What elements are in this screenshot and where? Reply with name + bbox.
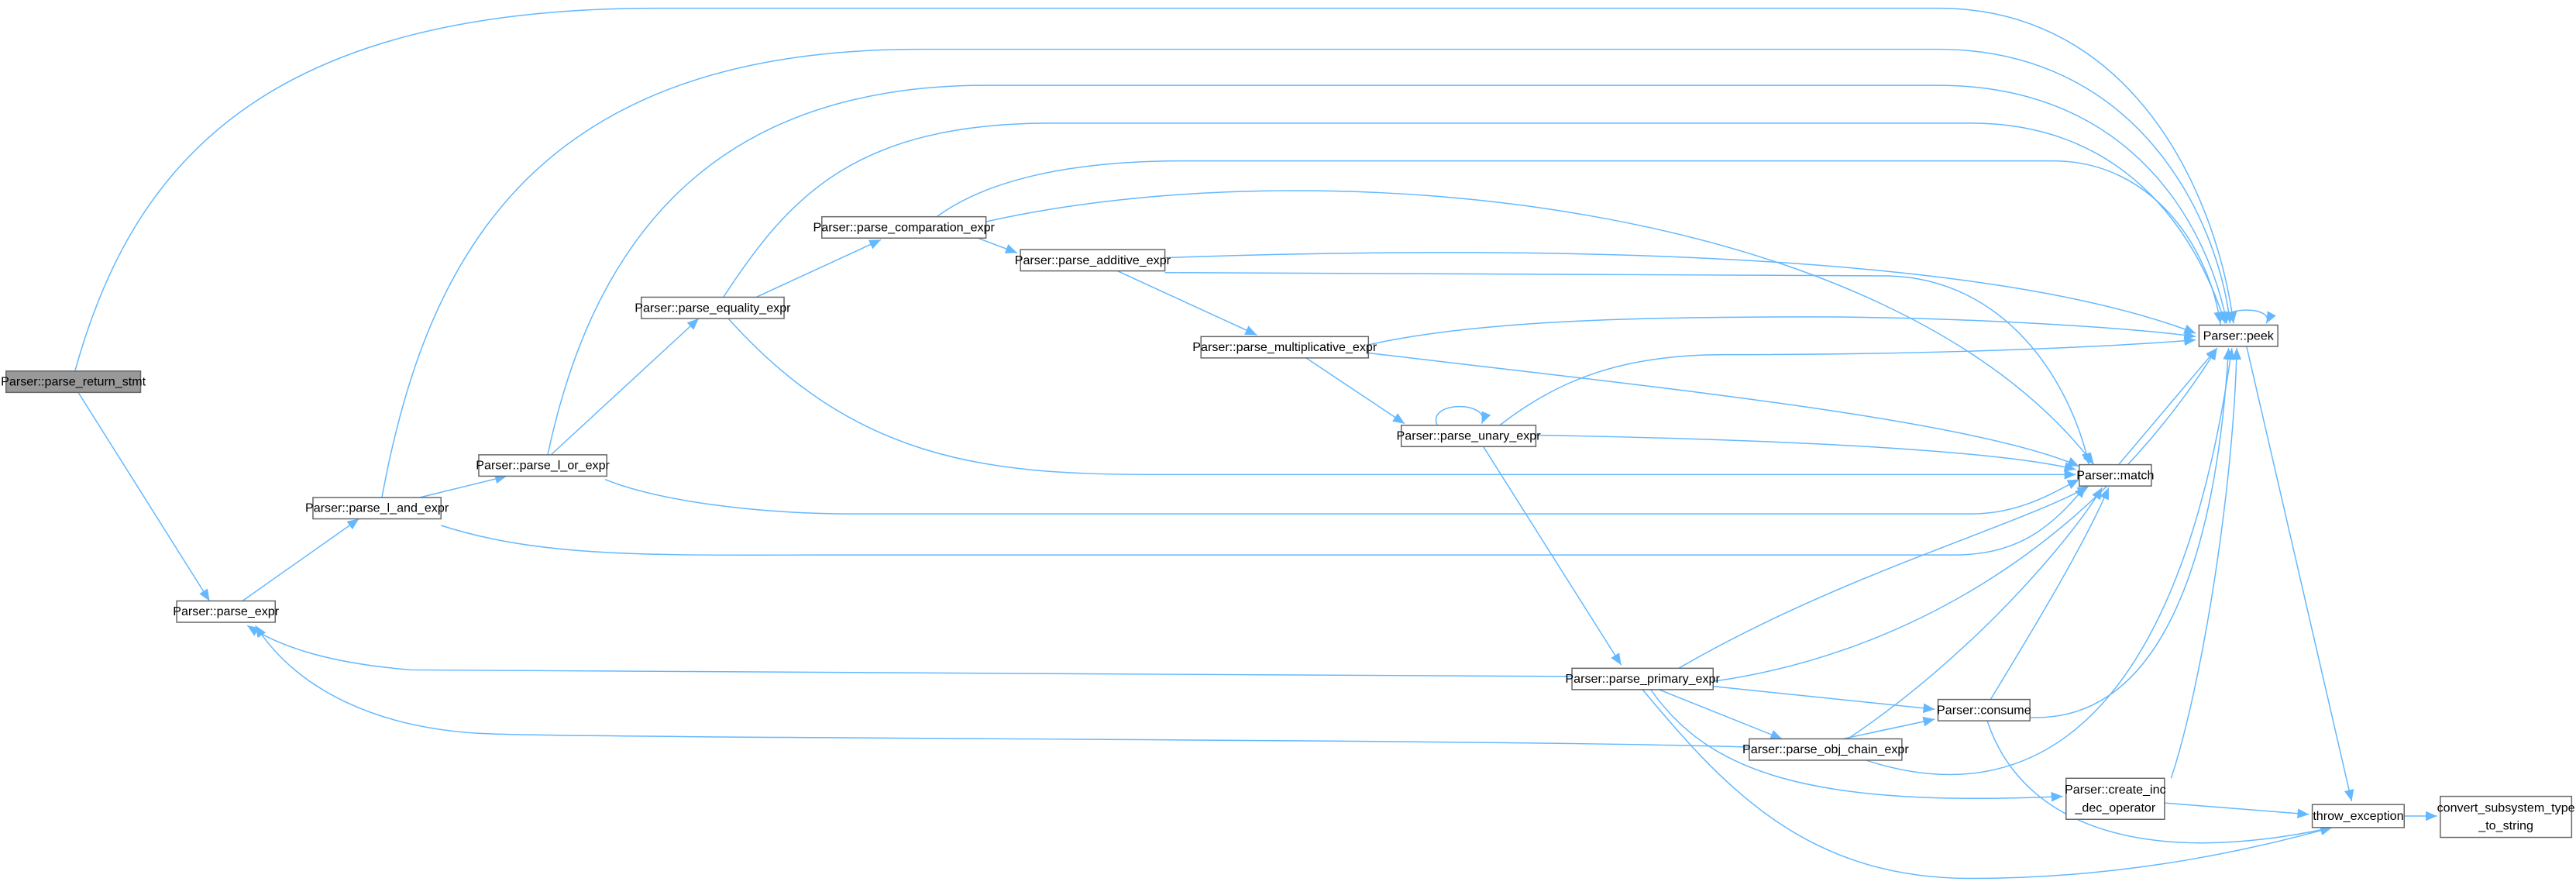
- edge-peek-to-throw: [2246, 346, 2354, 802]
- node-parse-multiplicative-expr[interactable]: Parser::parse_multiplicative_expr: [1192, 336, 1377, 359]
- edge-comparation-to-additive: [977, 237, 1018, 254]
- node-parse-l-or-expr[interactable]: Parser::parse_l_or_expr: [476, 454, 610, 477]
- edge-l-and-to-peek: [381, 48, 2234, 498]
- node-label-line2: _to_string: [2478, 819, 2533, 833]
- edge-l-and-to-match: [441, 485, 2086, 556]
- node-throw-exception[interactable]: throw_exception: [2311, 804, 2405, 828]
- edge-primary-to-throw: [1642, 689, 2333, 880]
- node-label: Parser::parse_return_stmt: [1, 375, 146, 389]
- node-parse-primary-expr[interactable]: Parser::parse_primary_expr: [1565, 667, 1721, 690]
- node-convert-subsystem-type-to-string[interactable]: convert_subsystem_type _to_string: [2437, 795, 2575, 839]
- edge-primary-to-consume: [1713, 685, 1935, 714]
- edge-additive-to-peek: [1164, 252, 2196, 334]
- edge-return-stmt-to-peek: [74, 7, 2237, 372]
- node-parse-obj-chain-expr[interactable]: Parser::parse_obj_chain_expr: [1742, 738, 1909, 761]
- edge-primary-to-match: [1678, 485, 2089, 669]
- node-peek[interactable]: Parser::peek: [2198, 324, 2279, 347]
- node-parse-equality-expr[interactable]: Parser::parse_equality_expr: [635, 296, 791, 319]
- node-parse-unary-expr[interactable]: Parser::parse_unary_expr: [1397, 425, 1542, 448]
- node-label: Parser::match: [2076, 468, 2154, 482]
- nodes: Parser::parse_return_stmt Parser::parse_…: [1, 215, 2575, 839]
- node-label: Parser::parse_equality_expr: [635, 301, 791, 315]
- edge-multiplicative-to-unary: [1305, 357, 1405, 425]
- node-parse-comparation-expr[interactable]: Parser::parse_comparation_expr: [813, 215, 996, 239]
- edge-unary-to-primary: [1483, 446, 1622, 666]
- node-label: Parser::parse_additive_expr: [1015, 253, 1171, 267]
- edges: [74, 7, 2437, 880]
- edge-additive-to-multiplicative: [1116, 270, 1257, 336]
- edge-primary-to-obj-chain: [1659, 689, 1783, 740]
- node-label: Parser::parse_l_and_expr: [305, 501, 449, 515]
- edge-return-stmt-to-parse-expr: [77, 391, 211, 601]
- edge-obj-chain-to-peek: [1866, 348, 2236, 776]
- edge-create-inc-to-peek: [2170, 348, 2242, 779]
- edge-equality-to-comparation: [755, 239, 882, 298]
- edge-unary-to-peek: [1499, 336, 2196, 426]
- edge-parse-expr-to-l-and: [242, 518, 359, 602]
- edge-multiplicative-to-match: [1368, 352, 2080, 467]
- edge-comparation-to-match: [985, 190, 2095, 466]
- edge-multiplicative-to-peek: [1368, 316, 2196, 346]
- node-label: Parser::parse_multiplicative_expr: [1192, 340, 1377, 354]
- node-label: Parser::parse_primary_expr: [1565, 672, 1720, 686]
- edge-l-or-to-peek: [547, 84, 2230, 456]
- edge-unary-to-match: [1536, 434, 2076, 472]
- edge-primary-to-parse-expr: [246, 625, 1573, 677]
- edge-consume-to-throw: [1986, 720, 2333, 844]
- edge-additive-to-match: [1164, 271, 2092, 465]
- node-label-line1: convert_subsystem_type: [2437, 801, 2575, 814]
- edge-primary-to-create-inc: [1650, 689, 2063, 802]
- edge-primary-to-peek: [1713, 347, 2218, 683]
- node-parse-l-and-expr[interactable]: Parser::parse_l_and_expr: [305, 497, 449, 520]
- node-label: Parser::parse_expr: [173, 604, 280, 618]
- node-parse-expr[interactable]: Parser::parse_expr: [173, 600, 280, 623]
- node-label-line1: Parser::create_inc: [2065, 783, 2166, 797]
- edge-obj-chain-to-parse-expr: [255, 625, 1749, 748]
- edge-create-inc-to-throw: [2164, 802, 2309, 819]
- node-label: throw_exception: [2313, 809, 2403, 823]
- node-label: Parser::parse_unary_expr: [1397, 429, 1542, 443]
- edge-peek-self-loop: [2220, 309, 2276, 325]
- edge-consume-to-peek: [2030, 348, 2234, 718]
- node-parse-return-stmt[interactable]: Parser::parse_return_stmt: [1, 370, 146, 394]
- node-parse-additive-expr[interactable]: Parser::parse_additive_expr: [1015, 249, 1171, 272]
- node-label: Parser::parse_l_or_expr: [476, 459, 610, 473]
- edge-equality-to-match: [727, 318, 2076, 480]
- edge-obj-chain-to-consume: [1842, 716, 1935, 740]
- node-label: Parser::parse_comparation_expr: [813, 220, 996, 234]
- edge-l-or-to-equality: [550, 318, 700, 456]
- node-create-inc-dec-operator[interactable]: Parser::create_inc _dec_operator: [2065, 777, 2166, 820]
- edge-match-to-peek: [2118, 347, 2218, 466]
- node-label: Parser::peek: [2203, 329, 2275, 343]
- edge-comparation-to-peek: [936, 160, 2224, 324]
- edge-consume-to-match: [1990, 487, 2110, 700]
- edge-unary-self-loop: [1435, 405, 1491, 426]
- edge-l-or-to-match: [604, 478, 2080, 515]
- edge-obj-chain-to-match: [1847, 487, 2103, 740]
- node-match[interactable]: Parser::match: [2076, 463, 2154, 487]
- node-consume[interactable]: Parser::consume: [1937, 698, 2031, 721]
- edge-l-and-to-l-or: [419, 473, 507, 498]
- node-label-line2: _dec_operator: [2074, 801, 2155, 814]
- node-label: Parser::consume: [1937, 703, 2031, 717]
- edge-equality-to-peek: [723, 122, 2227, 324]
- node-label: Parser::parse_obj_chain_expr: [1742, 742, 1909, 756]
